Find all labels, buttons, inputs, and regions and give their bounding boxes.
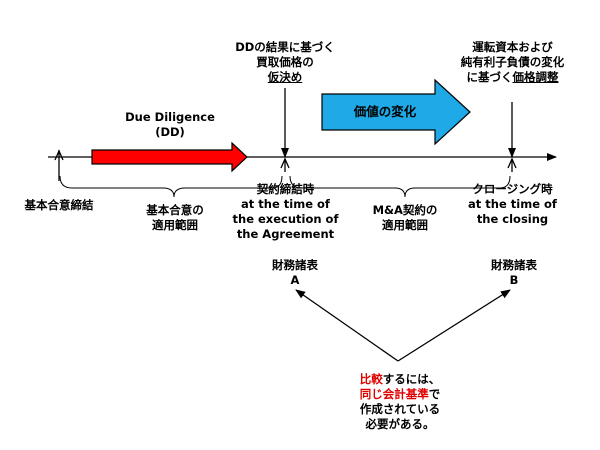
note-line2: 同じ会計基準で [340, 387, 460, 402]
dd-result-label: DDの結果に基づく 買取価格の 仮決め [220, 40, 350, 85]
signing-label: 契約締結時 at the time of the execution of th… [228, 182, 343, 242]
value-change-arrow [321, 78, 471, 146]
note-line1-rest: するには、 [382, 372, 441, 386]
dd-result-line1: DDの結果に基づく [235, 40, 335, 54]
due-diligence-label: Due Diligence (DD) [110, 110, 230, 140]
financial-statement-a: 財務諸表 A [260, 258, 330, 288]
signing-line4: the Agreement [236, 227, 335, 241]
ma-scope-label: M&A契約の 適用範囲 [355, 203, 455, 233]
dd-result-line3: 仮決め [267, 70, 303, 84]
adjust-line3-underlined: 価格調整 [512, 70, 559, 84]
basic-agreement-date-label: 基本合意締結 [24, 198, 94, 212]
adjust-line2: 純有利子負債の変化 [460, 55, 565, 69]
note-line2-rest: で [428, 387, 441, 401]
statement-b-letter: B [509, 273, 519, 287]
basic-scope-line1: 基本合意の [146, 203, 204, 217]
closing-line2: at the time of [468, 197, 557, 211]
ma-scope-line1: M&A契約の [372, 203, 438, 217]
financial-statement-b: 財務諸表 B [479, 258, 549, 288]
note-line4: 必要がある。 [365, 417, 435, 431]
signing-line2: at the time of [241, 197, 330, 211]
ma-scope-line2: 適用範囲 [382, 218, 428, 232]
comparison-note: 比較するには、 同じ会計基準で 作成されている 必要がある。 [340, 372, 460, 432]
dd-label-line2: (DD) [155, 125, 185, 139]
note-line1: 比較するには、 [340, 372, 460, 387]
price-adjustment-label: 運転資本および 純有利子負債の変化 に基づく価格調整 [445, 40, 580, 85]
basic-agreement-scope-label: 基本合意の 適用範囲 [130, 203, 220, 233]
statement-a-letter: A [290, 273, 300, 287]
note-line2-red: 同じ会計基準 [359, 387, 429, 401]
signing-line1: 契約締結時 [256, 182, 315, 196]
statement-a-title: 財務諸表 [272, 258, 318, 272]
note-line1-red: 比較 [359, 372, 383, 386]
closing-line3: the closing [476, 212, 549, 226]
compare-arrow-b [397, 289, 511, 362]
adjust-line3-pre: に基づく [466, 70, 513, 84]
adjust-line3: に基づく価格調整 [445, 70, 580, 85]
closing-label: クロージング時 at the time of the closing [455, 182, 570, 227]
adjust-line1: 運転資本および [472, 40, 553, 54]
basic-scope-line2: 適用範囲 [152, 218, 198, 232]
dd-label-line1: Due Diligence [125, 110, 215, 124]
note-line3: 作成されている [359, 402, 441, 416]
compare-arrow-a [295, 289, 399, 362]
dd-result-line2: 買取価格の [256, 55, 314, 69]
value-change-label: 価値の変化 [353, 104, 417, 119]
due-diligence-arrow [91, 141, 248, 173]
closing-line1: クロージング時 [472, 182, 553, 196]
ma-agreement-brace [289, 175, 511, 198]
basic-agreement-brace [59, 175, 283, 198]
statement-b-title: 財務諸表 [491, 258, 537, 272]
signing-line3: the execution of [232, 212, 339, 226]
